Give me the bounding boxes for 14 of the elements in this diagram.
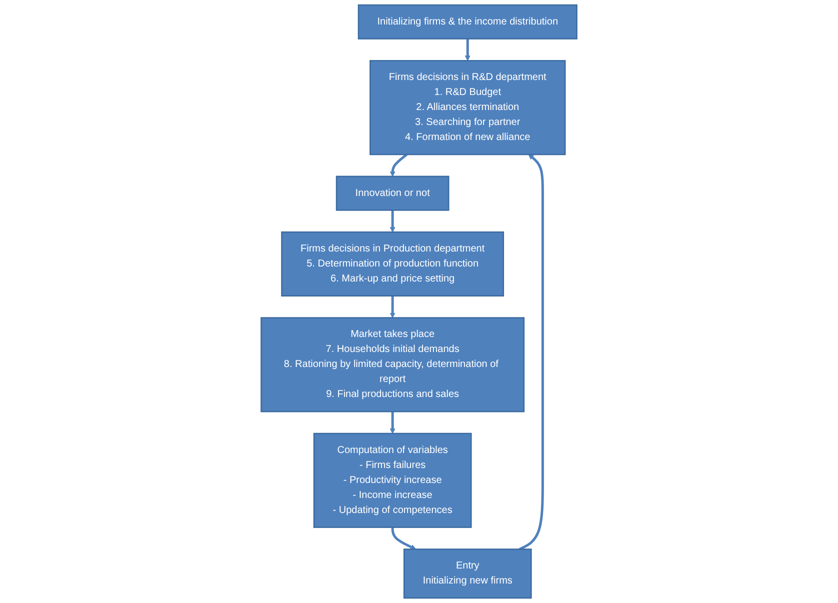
arrow (464, 38, 470, 61)
arrow (390, 296, 396, 318)
arrow (390, 210, 396, 232)
node-box: Computation of variables - Firms failures - Productivity increase - Income increase - Updating of competences (313, 432, 472, 528)
node-box: Initializing firms & the income distribution (358, 4, 578, 40)
arrow (391, 527, 416, 550)
arrow (390, 412, 396, 434)
node-box: Entry Initializing new firms (403, 548, 532, 599)
arrow (518, 154, 544, 550)
node-box: Firms decisions in Production department 5. Determination of production function 6. Mark-up and price setting (281, 231, 504, 296)
node-box: Innovation or not (336, 176, 450, 211)
arrow (390, 154, 408, 177)
node-box: Firms decisions in R&D department 1. R&D Budget 2. Alliances termination 3. Searching for partner 4. Formation of new alliance (370, 60, 566, 156)
node-box: Market takes place 7. Households initial demands 8. Rationing by limited capacity, determination of report 9. Final productions and sales (260, 317, 525, 412)
